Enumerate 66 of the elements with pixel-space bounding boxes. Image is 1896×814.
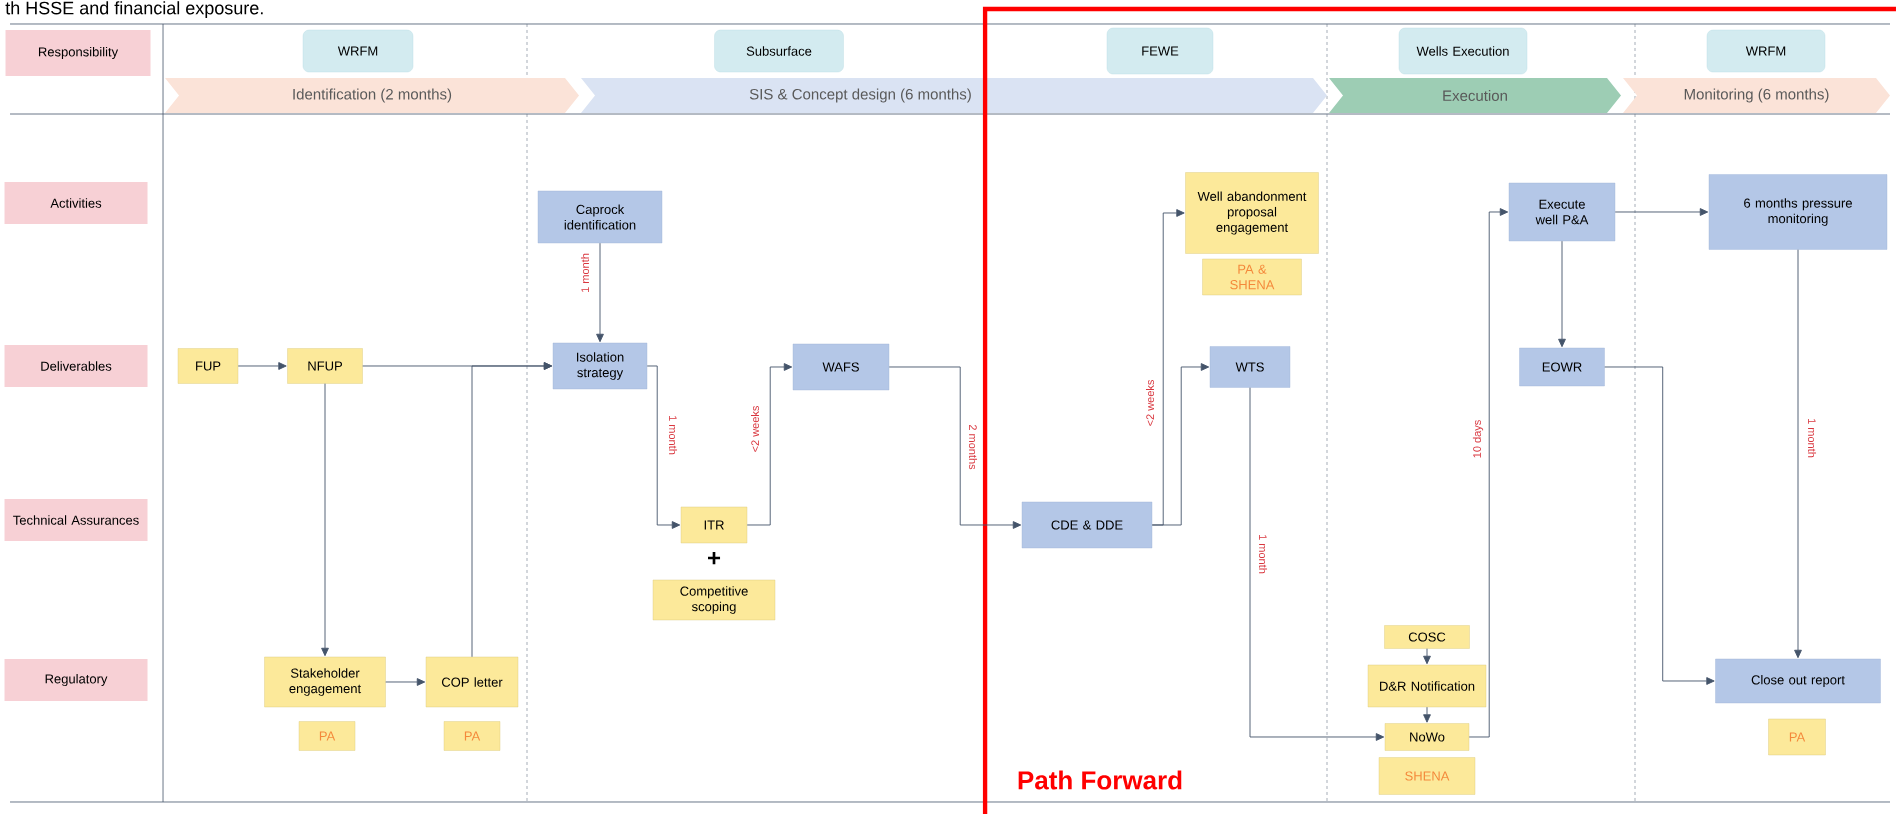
lane-label: Activities — [4, 182, 148, 224]
phase-band: Monitoring (6 months) — [1623, 78, 1890, 113]
arrow — [321, 383, 329, 657]
arrow — [596, 242, 604, 343]
process-box: WAFS — [792, 343, 890, 391]
arrow — [1558, 240, 1566, 348]
lane-label: Deliverables — [4, 345, 148, 387]
process-box: ITR — [680, 506, 748, 544]
arrow — [1468, 208, 1509, 738]
process-box: Caprock identification — [537, 190, 663, 244]
edge-label: 1 month — [1258, 534, 1268, 574]
process-box: FUP — [177, 348, 239, 384]
phase-band: Execution — [1329, 78, 1621, 113]
arrow — [1614, 208, 1709, 216]
highlight-label: Path Forward — [1018, 770, 1182, 790]
arrow — [888, 366, 1022, 529]
tag-box: PA — [443, 721, 501, 751]
process-box: CDE & DDE — [1021, 501, 1153, 549]
role-box: FEWE — [1106, 27, 1214, 75]
process-box: NFUP — [287, 348, 363, 384]
arrow — [646, 365, 681, 529]
lane-label: Regulatory — [4, 659, 148, 701]
process-box: Competitive scoping — [652, 579, 776, 621]
arrow — [1423, 648, 1431, 665]
plus-sign: + — [708, 551, 721, 565]
arrow — [1794, 249, 1802, 659]
edge-label: <2 weeks — [1145, 380, 1155, 426]
arrow — [746, 363, 793, 526]
process-box: WTS — [1209, 346, 1291, 388]
arrow — [1249, 387, 1385, 741]
process-box: EOWR — [1519, 347, 1605, 387]
arrow — [385, 678, 426, 686]
process-box: COP letter — [425, 656, 519, 708]
role-box: WRFM — [1706, 29, 1826, 73]
arrow — [237, 362, 287, 370]
arrow — [1423, 706, 1431, 723]
process-box: NoWo — [1384, 723, 1470, 751]
process-box: D&R Notification — [1367, 664, 1487, 708]
process-box: Execute well P&A — [1508, 182, 1616, 242]
lane-label: Technical Assurances — [4, 499, 148, 541]
tag-box: PA & SHENA — [1202, 258, 1302, 296]
arrow — [1604, 366, 1715, 685]
tag-box: PA — [298, 721, 356, 751]
phase-band: SIS & Concept design (6 months) — [581, 78, 1327, 113]
arrow — [1151, 363, 1210, 526]
edge-label: <2 weeks — [751, 406, 760, 452]
role-box: WRFM — [302, 29, 414, 73]
tag-box: PA — [1768, 718, 1826, 756]
process-box: Stakeholder engagement — [264, 656, 386, 708]
role-box: Subsurface — [714, 29, 844, 73]
phase-band: Identification (2 months) — [165, 78, 579, 113]
lane-label: Responsibility — [5, 30, 151, 76]
tag-box: SHENA — [1378, 757, 1476, 795]
edge-label: 1 month — [668, 415, 678, 455]
heading-text: th HSSE and financial exposure. — [5, 1, 263, 18]
process-box: COSC — [1384, 625, 1470, 649]
role-box: Wells Execution — [1398, 27, 1528, 75]
edge-label: 10 days — [1472, 420, 1484, 458]
process-box: Close out report — [1715, 658, 1881, 704]
process-box: Well abandonment proposal engagement — [1185, 172, 1319, 254]
process-box: 6 months pressure monitoring — [1708, 174, 1888, 250]
edge-label: 1 month — [581, 253, 590, 293]
edge-label: 2 months — [968, 424, 978, 470]
process-box: Isolation strategy — [552, 342, 648, 390]
arrow — [471, 362, 553, 658]
edge-label: 1 month — [1807, 418, 1817, 458]
